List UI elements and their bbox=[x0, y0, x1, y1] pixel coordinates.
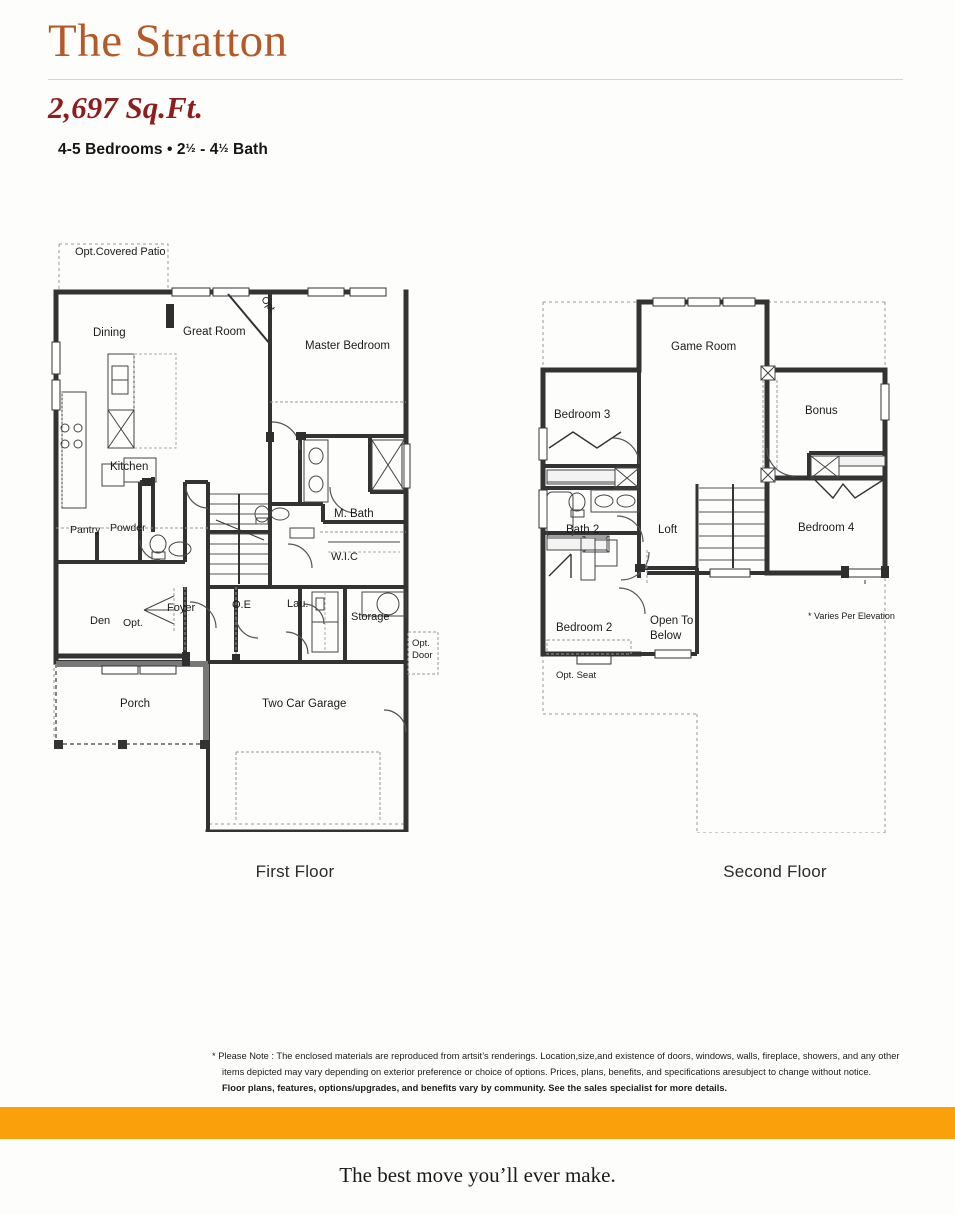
room-label-opt-seat: Opt. Seat bbox=[556, 670, 597, 681]
room-label-master-bath: M. Bath bbox=[334, 508, 374, 520]
room-label-kitchen: Kitchen bbox=[110, 461, 149, 473]
disclaimer-line-1: * Please Note : The enclosed materials a… bbox=[212, 1051, 900, 1061]
room-label-wic: W.I.C bbox=[331, 551, 358, 563]
bedbath-fraction-2: ½ bbox=[218, 141, 229, 155]
second-floor-caption: Second Floor bbox=[723, 862, 827, 881]
first-floor-plan bbox=[40, 232, 440, 832]
room-label-porch: Porch bbox=[120, 698, 151, 710]
room-label-opt-den: Opt. bbox=[123, 617, 143, 629]
room-label-opt-door-line2: Door bbox=[412, 650, 433, 661]
room-label-pantry: Pantry bbox=[70, 524, 101, 536]
bedroom-bathroom-summary: 4-5 Bedrooms • 2½ - 4½ Bath bbox=[58, 141, 268, 159]
room-label-two-car-garage: Two Car Garage bbox=[262, 698, 347, 710]
room-label-storage: Storage bbox=[351, 611, 390, 623]
room-label-den: Den bbox=[90, 615, 111, 627]
room-label-below: Below bbox=[650, 630, 682, 642]
header-divider bbox=[48, 79, 903, 80]
room-label-dining: Dining bbox=[93, 327, 126, 339]
second-floor-plan bbox=[525, 288, 900, 833]
bedbath-fraction-1: ½ bbox=[185, 141, 196, 155]
room-label-powder: Powder bbox=[110, 522, 146, 534]
room-label-game-room: Game Room bbox=[671, 341, 737, 353]
disclaimer-block: * Please Note : The enclosed materials a… bbox=[212, 1049, 942, 1097]
room-label-laundry: Lau. bbox=[287, 598, 309, 610]
bedbath-mid: - 4 bbox=[195, 141, 219, 159]
room-label-bedroom-3: Bedroom 3 bbox=[554, 409, 611, 421]
page-title: The Stratton bbox=[48, 15, 288, 67]
bedbath-suffix: Bath bbox=[228, 141, 268, 159]
brand-orange-bar bbox=[0, 1107, 955, 1139]
bedbath-prefix: 4-5 Bedrooms • 2 bbox=[58, 141, 186, 159]
room-label-oe: O.E bbox=[232, 599, 251, 611]
room-label-master-bedroom: Master Bedroom bbox=[305, 340, 391, 352]
room-label-open-to: Open To bbox=[650, 615, 694, 627]
disclaimer-line-2: items depicted may vary depending on ext… bbox=[222, 1066, 872, 1077]
room-label-bedroom-4: Bedroom 4 bbox=[798, 522, 855, 534]
room-label-bath-2: Bath 2 bbox=[566, 524, 600, 536]
room-label-great-room: Great Room bbox=[183, 326, 246, 338]
room-label-loft: Loft bbox=[658, 524, 678, 536]
brand-tagline: The best move you’ll ever make. bbox=[339, 1163, 616, 1187]
first-floor-caption: First Floor bbox=[255, 862, 335, 881]
room-label-bonus: Bonus bbox=[805, 405, 838, 417]
square-footage: 2,697 Sq.Ft. bbox=[48, 90, 204, 125]
room-label-foyer: Foyer bbox=[167, 602, 196, 614]
room-label-bedroom-2: Bedroom 2 bbox=[556, 622, 613, 634]
page-header: The Stratton 2,697 Sq.Ft. 4-5 Bedrooms •… bbox=[0, 0, 955, 175]
room-label-opt-door-line1: Opt. bbox=[412, 638, 430, 649]
disclaimer-line-3: Floor plans, features, options/upgrades,… bbox=[222, 1082, 728, 1093]
room-label-opt-covered-patio: Opt.Covered Patio bbox=[75, 246, 166, 258]
note-varies-per-elevation: * Varies Per Elevation bbox=[808, 611, 895, 621]
